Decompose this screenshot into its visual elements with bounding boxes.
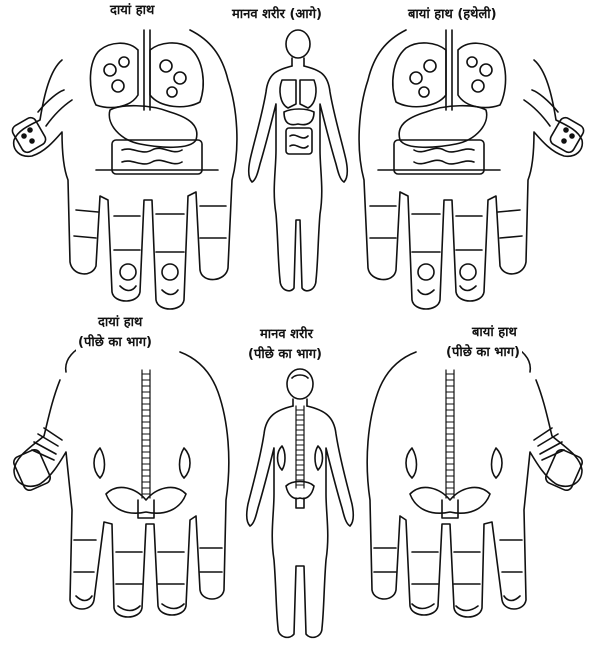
front-body-title: मानव शरीर (आगे) <box>230 6 324 23</box>
human-body-back-illustration <box>247 369 354 637</box>
back-left-hand-title-line2: (पीछे का भाग) <box>444 344 522 361</box>
back-right-hand-title-line1: दायां हाथ <box>96 314 144 331</box>
left-hand-palm-illustration <box>359 30 586 309</box>
back-left-hand-title-line1: बायां हाथ <box>470 324 519 341</box>
back-body-title-line1: मानव शरीर <box>258 326 315 343</box>
human-body-front-illustration <box>249 30 348 291</box>
right-hand-back-illustration <box>12 346 229 617</box>
front-left-hand-title: बायां हाथ (हथेली) <box>406 6 499 23</box>
back-right-hand-title-line2: (पीछे का भाग) <box>76 334 154 351</box>
front-right-hand-title: दायां हाथ <box>108 2 156 19</box>
right-hand-palm-illustration <box>10 30 237 309</box>
left-hand-back-illustration <box>367 346 584 617</box>
back-body-title-line2: (पीछे का भाग) <box>246 346 324 363</box>
spine-vertebrae <box>142 374 454 494</box>
